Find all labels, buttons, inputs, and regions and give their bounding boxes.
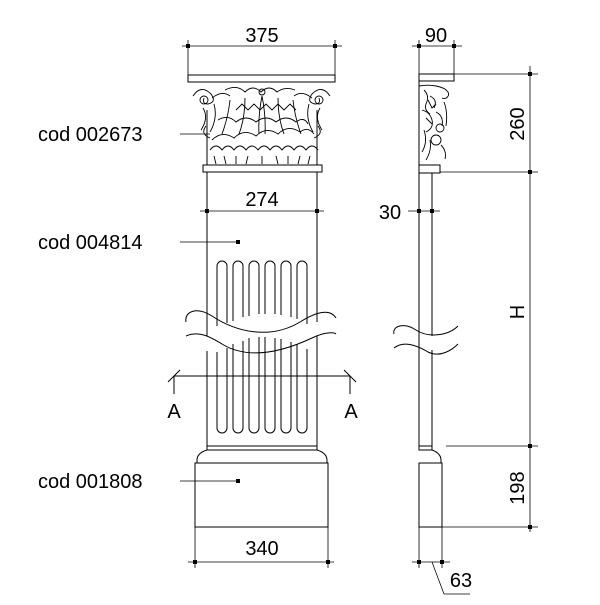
dim-label-90: 90 xyxy=(425,25,447,47)
dim-label-260: 260 xyxy=(507,107,529,140)
section-label-right: A xyxy=(344,401,358,423)
dim-shaft-width: 274 xyxy=(200,189,324,213)
code-capital: cod 002673 xyxy=(38,124,143,146)
base-side xyxy=(418,445,443,528)
code-callouts: cod 002673 cod 004814 cod 001808 xyxy=(38,124,240,493)
capital-ornament xyxy=(192,87,331,165)
callout-capital: cod 002673 xyxy=(38,124,210,146)
dim-label-63: 63 xyxy=(450,570,472,592)
capital-front xyxy=(187,74,336,166)
code-shaft: cod 004814 xyxy=(38,232,143,254)
side-dimensions: 90 30 63 xyxy=(379,25,538,595)
shaft-front xyxy=(185,178,337,446)
base-front xyxy=(194,445,329,528)
dim-capital-width: 375 xyxy=(182,25,342,75)
front-dimensions: 375 274 340 xyxy=(182,25,342,568)
dim-label-198: 198 xyxy=(507,471,529,504)
side-view xyxy=(393,73,459,528)
shaft-side xyxy=(393,173,459,446)
dim-label-340: 340 xyxy=(245,538,278,560)
dim-side-depth-top: 90 xyxy=(412,25,462,74)
fillet-side xyxy=(418,164,441,174)
front-view: A A xyxy=(167,74,358,528)
dim-fillet: 30 xyxy=(379,202,440,224)
dim-label-30: 30 xyxy=(379,202,401,224)
callout-base: cod 001808 xyxy=(38,471,240,493)
capital-side xyxy=(418,73,455,166)
dim-base-width: 340 xyxy=(188,527,334,568)
flutes xyxy=(216,260,308,434)
break-lines-front xyxy=(185,310,337,354)
code-base: cod 001808 xyxy=(38,471,143,493)
callout-shaft: cod 004814 xyxy=(38,232,240,254)
section-marker: A A xyxy=(167,369,358,423)
dim-label-375: 375 xyxy=(245,25,278,47)
dim-vertical-chain: 260 H 198 xyxy=(440,66,538,532)
dim-label-H: H xyxy=(507,305,529,319)
dim-label-274: 274 xyxy=(245,189,278,211)
dim-side-depth-base: 63 xyxy=(412,527,472,595)
section-label-left: A xyxy=(167,401,181,423)
shaft-fillet xyxy=(202,164,323,178)
